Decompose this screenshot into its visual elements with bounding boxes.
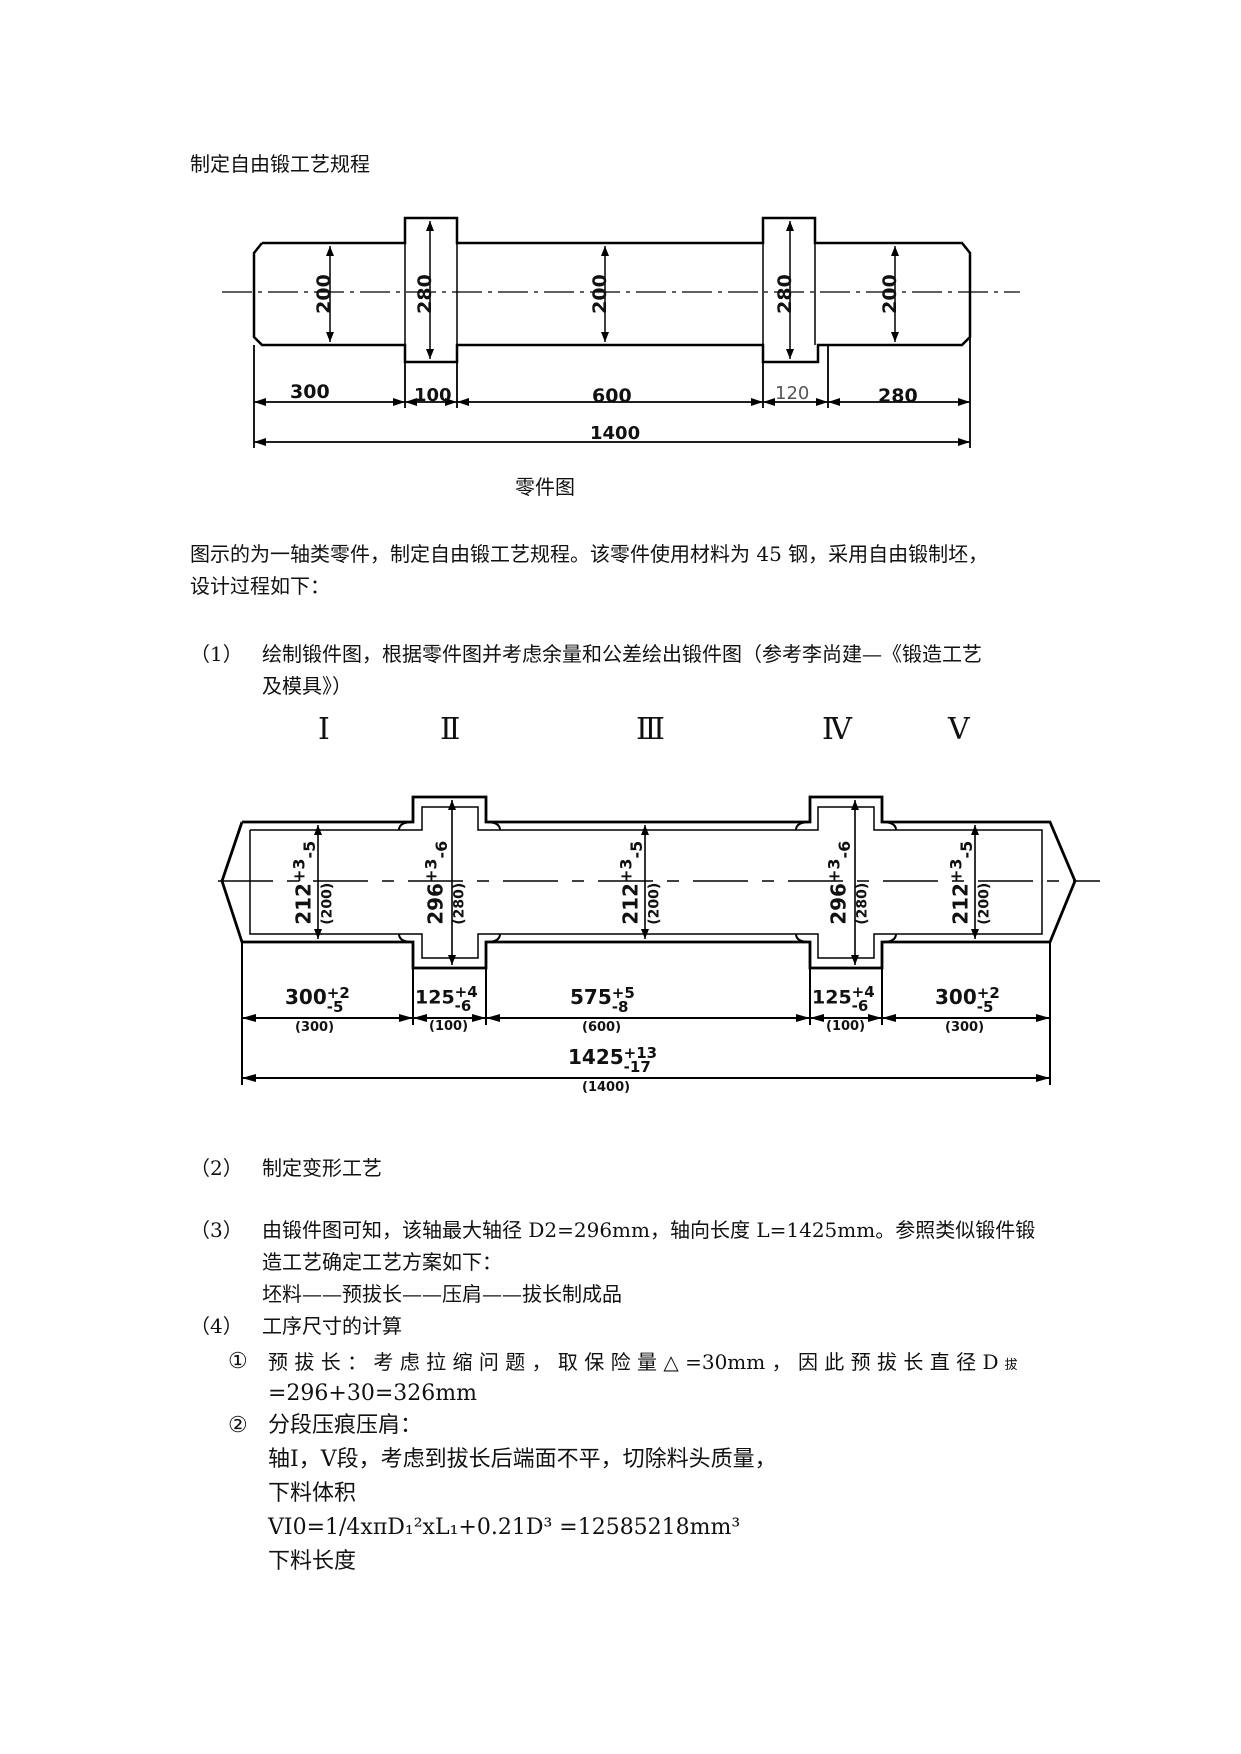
forging-dia-4-nominal: (280) (853, 882, 870, 925)
forging-len-5: 300+2-5 (300) (935, 985, 1000, 1035)
step1-number: （1） (190, 642, 243, 666)
forging-dia-1: 212+3-5 (200) (289, 841, 335, 925)
forging-dia-5: 212+3-5 (200) (946, 841, 992, 925)
sub2-line-5: 下料长度 (268, 1549, 357, 1574)
part-len-3: 600 (592, 385, 632, 407)
forging-dia-3-nominal: (200) (645, 882, 662, 925)
forging-len-3-nominal: (600) (582, 1019, 622, 1035)
sub2-line-3: 下料体积 (268, 1481, 357, 1506)
forging-len-1-nominal: (300) (295, 1019, 335, 1035)
sub2-line-1: 分段压痕压肩： (268, 1413, 423, 1438)
forging-len-2-nominal: (100) (429, 1019, 469, 1034)
part-dia-4: 280 (773, 274, 796, 314)
forging-total-value: 1425 (568, 1045, 624, 1069)
forging-dia-3-value: 212 (618, 883, 643, 925)
forging-dia-3-tol-lo: -5 (626, 840, 646, 859)
step2-text: 制定变形工艺 (262, 1156, 382, 1180)
sub2-mark: ② (228, 1413, 248, 1438)
forging-dia-1-value: 212 (291, 883, 316, 925)
forging-dia-1-tol-up: +3 (289, 858, 309, 884)
forging-dia-2-nominal: (280) (450, 882, 467, 925)
forging-len-3-tol-up: +5 (611, 983, 635, 1002)
part-dia-3: 200 (588, 274, 611, 314)
part-len-1: 300 (290, 381, 330, 403)
part-len-4: 120 (775, 383, 810, 404)
sub1-subscript: 拔 (1004, 1358, 1018, 1373)
step3-line-1: 由锻件图可知，该轴最大轴径 D2=296mm，轴向长度 L=1425mm。参照类… (262, 1218, 1036, 1242)
part-dia-2: 280 (413, 274, 436, 314)
part-dia-5: 200 (878, 274, 901, 314)
forging-total-nominal: (1400) (582, 1079, 631, 1095)
forging-len-4-tol-up: +4 (851, 983, 875, 1001)
forging-len-5-tol-up: +2 (976, 983, 1000, 1002)
section-label-1: Ⅰ (318, 712, 330, 747)
forging-len-2-value: 125 (415, 986, 455, 1009)
forging-len-5-value: 300 (935, 985, 977, 1009)
intro-line-2: 设计过程如下： (190, 574, 330, 598)
forging-len-5-nominal: (300) (945, 1019, 985, 1035)
step3-line-2: 造工艺确定工艺方案如下： (262, 1250, 502, 1274)
forging-dia-4-value: 296 (826, 883, 851, 925)
forging-dia-5-nominal: (200) (975, 882, 992, 925)
step4-number: （4） (190, 1314, 243, 1338)
forging-len-1-value: 300 (285, 985, 327, 1009)
step2-number: （2） (190, 1156, 243, 1180)
sub2-formula: VⅠ0=1/4xπD₁²xL₁+0.21D³ =12585218mm³ (268, 1515, 741, 1540)
forging-dia-5-tol-lo: -5 (956, 840, 976, 859)
sub1-line-1-text: 预 拔 长 ： 考 虑 拉 缩 问 题 ， 取 保 险 量 △ =30mm ， … (268, 1350, 999, 1374)
part-drawing-caption: 零件图 (515, 475, 575, 499)
forging-dia-4: 296+3-6 (280) (824, 841, 870, 925)
forging-len-3: 575+5-8 (600) (570, 985, 635, 1035)
forging-dia-1-tol-lo: -5 (299, 840, 319, 859)
forging-dia-4-tol-lo: -6 (834, 840, 854, 859)
step1-line-1: 绘制锻件图，根据零件图并考虑余量和公差绘出锻件图（参考李尚建—《锻造工艺 (262, 642, 982, 666)
forging-dia-2-value: 296 (423, 883, 448, 925)
page-heading: 制定自由锻工艺规程 (190, 152, 370, 176)
forging-len-3-value: 575 (570, 985, 612, 1009)
forging-dia-2-tol-up: +3 (421, 858, 441, 884)
step4-text: 工序尺寸的计算 (262, 1314, 402, 1338)
part-total-length: 1400 (590, 423, 641, 444)
forging-dia-1-nominal: (200) (318, 882, 335, 925)
forging-len-2-tol-lo: -6 (454, 997, 472, 1015)
forging-dia-2: 296+3-6 (280) (421, 841, 467, 925)
forging-len-4-tol-lo: -6 (851, 997, 869, 1015)
forging-dia-2-tol-lo: -6 (431, 840, 451, 859)
forging-dia-5-tol-up: +3 (946, 858, 966, 884)
forging-dia-3-tol-up: +3 (616, 858, 636, 884)
forging-len-4-value: 125 (812, 986, 852, 1009)
forging-dia-3: 212+3-5 (200) (616, 841, 662, 925)
forging-len-1: 300+2-5 (300) (285, 985, 350, 1035)
forging-total-tol-lo: -17 (623, 1057, 651, 1076)
part-dia-1: 200 (312, 274, 335, 314)
sub1-line-1: 预 拔 长 ： 考 虑 拉 缩 问 题 ， 取 保 险 量 △ =30mm ， … (268, 1348, 1018, 1380)
forging-dia-5-value: 212 (948, 883, 973, 925)
forging-len-1-tol-lo: -5 (326, 997, 344, 1016)
forging-len-2-tol-up: +4 (454, 983, 478, 1001)
sub1-line-2: =296+30=326mm (268, 1381, 477, 1406)
forging-dia-4-tol-up: +3 (824, 858, 844, 884)
forging-len-4: 125+4-6 (100) (812, 983, 875, 1035)
forging-total-tol-up: +13 (623, 1043, 658, 1062)
section-label-5: Ⅴ (948, 712, 970, 747)
step3-line-3: 坯料——预拔长——压肩——拔长制成品 (262, 1282, 622, 1306)
sub2-line-2: 轴Ⅰ，Ⅴ段，考虑到拔长后端面不平，切除料头质量， (268, 1447, 777, 1472)
part-len-5: 280 (878, 385, 918, 407)
sub1-mark: ① (228, 1349, 248, 1374)
section-label-2: Ⅱ (440, 712, 461, 747)
forging-total-length: 1425+13-17 (1400) (568, 1045, 657, 1095)
part-len-2: 100 (414, 385, 452, 406)
step3-number: （3） (190, 1218, 243, 1242)
section-label-4: Ⅳ (822, 712, 852, 747)
forging-len-3-tol-lo: -8 (611, 997, 629, 1016)
forging-len-4-nominal: (100) (826, 1019, 866, 1034)
forging-len-5-tol-lo: -5 (976, 997, 994, 1016)
section-label-3: Ⅲ (636, 712, 665, 747)
step1-line-2: 及模具》） (262, 674, 352, 698)
intro-line-1: 图示的为一轴类零件，制定自由锻工艺规程。该零件使用材料为 45 钢，采用自由锻制… (190, 542, 989, 566)
forging-len-2: 125+4-6 (100) (415, 983, 478, 1035)
forging-len-1-tol-up: +2 (326, 983, 350, 1002)
